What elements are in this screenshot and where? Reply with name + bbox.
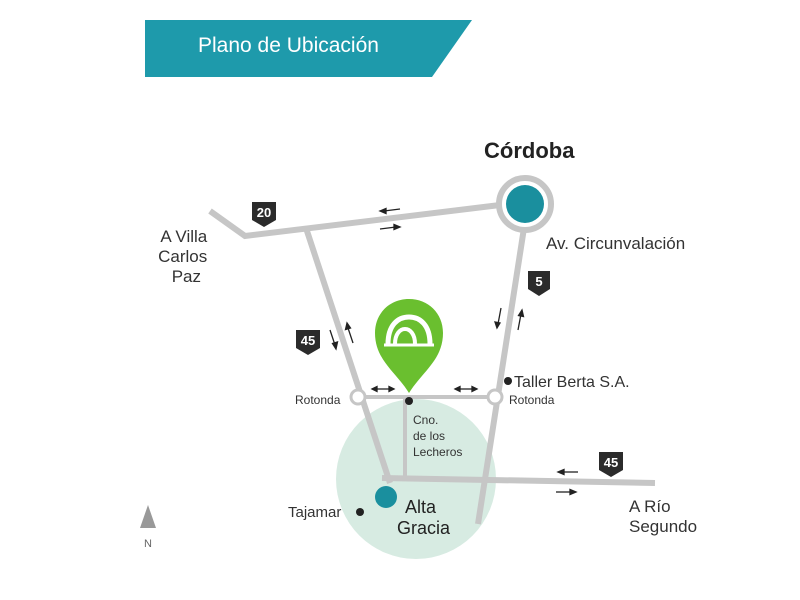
label-circunvalacion: Av. Circunvalación	[546, 234, 685, 253]
compass-label: N	[144, 538, 152, 550]
traffic-arrows	[329, 207, 578, 496]
label-tajamar: Tajamar	[288, 504, 341, 521]
svg-text:45: 45	[604, 455, 618, 470]
label-cordoba: Córdoba	[484, 138, 575, 163]
rotonda-right	[486, 388, 504, 406]
alta-gracia-node	[375, 486, 397, 508]
svg-text:45: 45	[301, 333, 315, 348]
svg-text:5: 5	[535, 274, 542, 289]
svg-text:20: 20	[257, 205, 271, 220]
label-rotonda-left: Rotonda	[295, 393, 341, 407]
taller-berta-dot	[504, 377, 512, 385]
road-45-east	[381, 475, 656, 486]
label-villa-carlos-paz: A Villa Carlos Paz	[158, 227, 212, 286]
map-title: Plano de Ubicación	[198, 34, 379, 57]
route-shield-5: 5	[528, 271, 550, 296]
title-banner	[145, 20, 472, 77]
label-alta-gracia: Alta Gracia	[397, 497, 451, 538]
label-rotonda-right: Rotonda	[509, 393, 555, 407]
label-taller-berta: Taller Berta S.A.	[514, 374, 630, 391]
map-pin-icon	[375, 299, 443, 393]
cordoba-node	[506, 185, 544, 223]
rotonda-left	[349, 388, 367, 406]
roads	[208, 202, 656, 525]
road-20	[208, 202, 501, 240]
route-shield-20: 20	[252, 202, 276, 227]
route-shield-45-right: 45	[599, 452, 623, 477]
label-cno-lecheros: Cno. de los Lecheros	[413, 413, 462, 459]
road-left-vertical	[303, 227, 393, 484]
route-shield-45-left: 45	[296, 330, 320, 355]
label-rio-segundo: A Río Segundo	[629, 497, 697, 536]
tajamar-dot	[356, 508, 364, 516]
location-dot	[405, 397, 413, 405]
north-arrow-icon: N	[140, 505, 156, 550]
road-5	[475, 227, 527, 525]
